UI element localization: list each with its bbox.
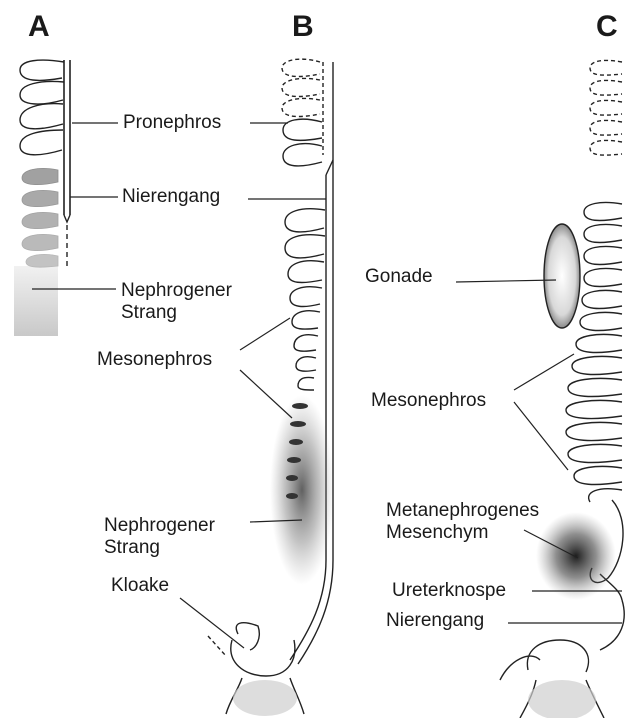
label-nephrogener-strang-a: Nephrogener Strang bbox=[121, 280, 232, 324]
panel-b-letter: B bbox=[292, 12, 314, 42]
label-gonade: Gonade bbox=[365, 266, 433, 288]
panel-b-drawing bbox=[208, 59, 333, 714]
label-mesonephros-b: Mesonephros bbox=[97, 349, 212, 371]
label-nierengang-a: Nierengang bbox=[122, 186, 220, 208]
panel-c-drawing bbox=[500, 60, 624, 718]
panel-a-letter: A bbox=[28, 12, 50, 42]
label-pronephros: Pronephros bbox=[123, 112, 221, 134]
panel-c-metanephrogenic-mesenchyme bbox=[536, 512, 616, 600]
panel-a-nephrogenic-cord bbox=[14, 266, 58, 336]
label-nephrogener-strang-b: Nephrogener Strang bbox=[104, 515, 215, 559]
panel-c-cloaca-fill bbox=[528, 680, 596, 718]
label-kloake: Kloake bbox=[111, 575, 169, 597]
panel-c-gonad bbox=[544, 224, 580, 328]
panel-b-cloaca-fill bbox=[233, 680, 297, 716]
panel-c-letter: C bbox=[596, 12, 618, 42]
label-metanephrogenes-mesenchym: Metanephrogenes Mesenchym bbox=[386, 500, 539, 544]
label-nierengang-c: Nierengang bbox=[386, 610, 484, 632]
label-ureterknospe: Ureterknospe bbox=[392, 580, 506, 602]
panel-a-stippled-tubules bbox=[22, 168, 58, 267]
leader-lines bbox=[32, 123, 622, 648]
label-mesonephros-c: Mesonephros bbox=[371, 390, 486, 412]
